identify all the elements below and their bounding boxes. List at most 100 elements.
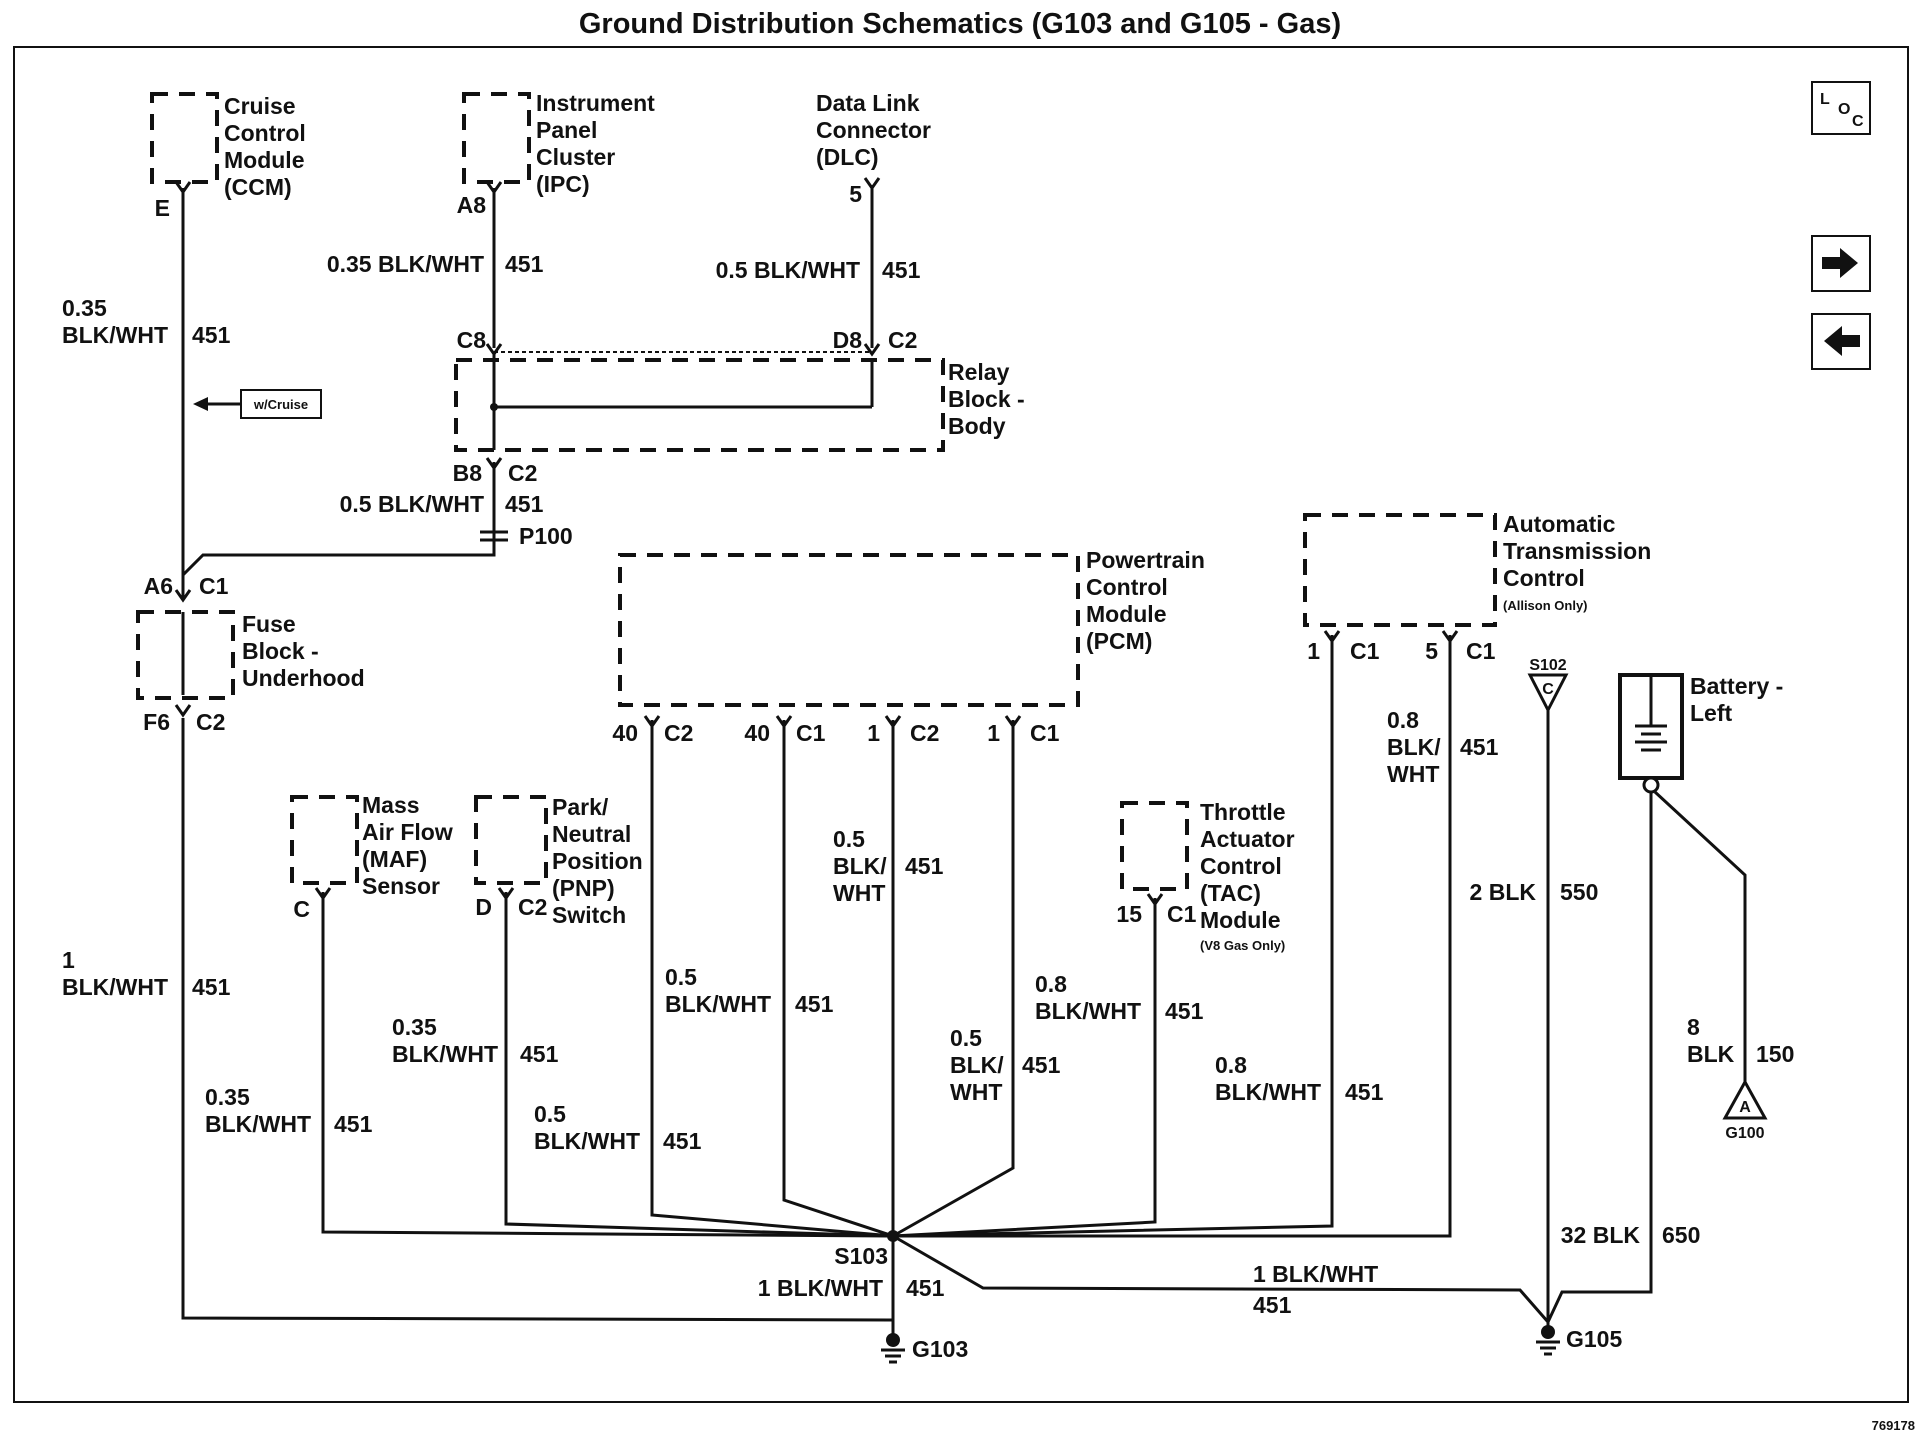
svg-text:BLK/: BLK/: [1387, 734, 1441, 760]
svg-text:C1: C1: [1350, 638, 1380, 664]
svg-text:w/Cruise: w/Cruise: [253, 397, 308, 412]
svg-text:0.35: 0.35: [205, 1084, 250, 1110]
svg-text:C2: C2: [664, 720, 693, 746]
svg-text:5: 5: [849, 181, 862, 207]
ground-g105: G105: [1536, 1325, 1622, 1356]
svg-text:C1: C1: [796, 720, 826, 746]
svg-text:C8: C8: [457, 327, 487, 353]
svg-text:5: 5: [1425, 638, 1438, 664]
loc-icon-c: C: [1852, 113, 1864, 130]
svg-text:451: 451: [334, 1111, 373, 1137]
loc-button[interactable]: L O C: [1811, 81, 1871, 135]
svg-text:A8: A8: [457, 192, 487, 218]
svg-text:1 BLK/WHT: 1 BLK/WHT: [1253, 1261, 1378, 1287]
svg-text:A: A: [1739, 1099, 1751, 1116]
relay-bus-dot: [490, 403, 498, 411]
svg-text:550: 550: [1560, 879, 1598, 905]
svg-text:C2: C2: [196, 709, 225, 735]
svg-text:C: C: [1542, 681, 1554, 698]
splice-s102: S102 C: [1527, 657, 1569, 714]
wire-network: [181, 185, 1747, 1340]
connector-symbols: [174, 177, 1459, 907]
svg-text:Battery -Left: Battery -Left: [1690, 673, 1783, 726]
svg-text:451: 451: [1345, 1079, 1384, 1105]
svg-text:BLK/: BLK/: [833, 853, 887, 879]
option-tag-cruise: w/Cruise: [193, 389, 322, 419]
svg-text:15: 15: [1116, 901, 1142, 927]
svg-text:451: 451: [905, 853, 944, 879]
svg-text:0.35 BLK/WHT: 0.35 BLK/WHT: [327, 251, 484, 277]
document-number: 769178: [1872, 1418, 1915, 1433]
svg-text:1: 1: [867, 720, 880, 746]
svg-text:E: E: [155, 195, 170, 221]
back-button[interactable]: [1811, 313, 1871, 370]
svg-text:451: 451: [906, 1275, 945, 1301]
loc-icon-o: O: [1838, 101, 1850, 118]
svg-text:G103: G103: [912, 1336, 968, 1362]
svg-text:(Allison Only): (Allison Only): [1503, 598, 1588, 613]
svg-text:BLK/: BLK/: [950, 1052, 1004, 1078]
svg-text:451: 451: [192, 322, 231, 348]
svg-text:451: 451: [1022, 1052, 1061, 1078]
svg-text:1: 1: [987, 720, 1000, 746]
svg-text:F6: F6: [143, 709, 170, 735]
svg-text:650: 650: [1662, 1222, 1700, 1248]
svg-text:0.35: 0.35: [62, 295, 107, 321]
inline-connector-p100: P100: [480, 523, 573, 549]
svg-text:C1: C1: [1466, 638, 1496, 664]
svg-text:150: 150: [1756, 1041, 1794, 1067]
wire-labels: 0.35 BLK/WHT 451 0.35 BLK/WHT 451 0.5 BL…: [62, 251, 1794, 1318]
svg-text:451: 451: [1460, 734, 1499, 760]
svg-text:BLK: BLK: [1687, 1041, 1735, 1067]
svg-text:0.8: 0.8: [1035, 971, 1067, 997]
pin-labels: E A8 5 C8 D8 C2 B8 C2 A6 C1 F6 C2 40 C2 …: [143, 181, 1495, 927]
svg-text:451: 451: [795, 991, 834, 1017]
svg-text:451: 451: [1253, 1292, 1292, 1318]
svg-text:8: 8: [1687, 1014, 1700, 1040]
svg-text:451: 451: [192, 974, 231, 1000]
svg-text:451: 451: [505, 251, 544, 277]
component-battery: Battery -Left: [1618, 673, 1783, 794]
forward-button[interactable]: [1811, 235, 1871, 292]
diagram-frame: [13, 46, 1909, 1403]
svg-text:451: 451: [882, 257, 921, 283]
svg-text:BLK/WHT: BLK/WHT: [62, 322, 168, 348]
svg-text:0.35: 0.35: [392, 1014, 437, 1040]
svg-text:C1: C1: [199, 573, 229, 599]
back-arrow-icon: [1824, 326, 1860, 356]
svg-text:BLK/WHT: BLK/WHT: [1035, 998, 1141, 1024]
svg-text:1: 1: [1307, 638, 1320, 664]
splice-s103-dot: [887, 1230, 899, 1242]
ground-g103: G103: [881, 1333, 968, 1364]
svg-text:S102: S102: [1529, 657, 1566, 674]
svg-text:0.5 BLK/WHT: 0.5 BLK/WHT: [340, 491, 484, 517]
svg-text:0.8: 0.8: [1215, 1052, 1247, 1078]
svg-text:C1: C1: [1030, 720, 1060, 746]
svg-text:D8: D8: [833, 327, 863, 353]
svg-text:C2: C2: [518, 894, 547, 920]
svg-text:BLK/WHT: BLK/WHT: [1215, 1079, 1321, 1105]
svg-text:BLK/WHT: BLK/WHT: [205, 1111, 311, 1137]
svg-text:C: C: [293, 896, 310, 922]
svg-text:2 BLK: 2 BLK: [1470, 879, 1537, 905]
svg-text:WHT: WHT: [950, 1079, 1002, 1105]
svg-text:WHT: WHT: [833, 880, 885, 906]
svg-text:D: D: [475, 894, 492, 920]
svg-text:(V8 Gas Only): (V8 Gas Only): [1200, 938, 1285, 953]
svg-text:BLK/WHT: BLK/WHT: [62, 974, 168, 1000]
svg-text:BLK/WHT: BLK/WHT: [534, 1128, 640, 1154]
svg-text:1: 1: [62, 947, 75, 973]
svg-text:B8: B8: [453, 460, 483, 486]
